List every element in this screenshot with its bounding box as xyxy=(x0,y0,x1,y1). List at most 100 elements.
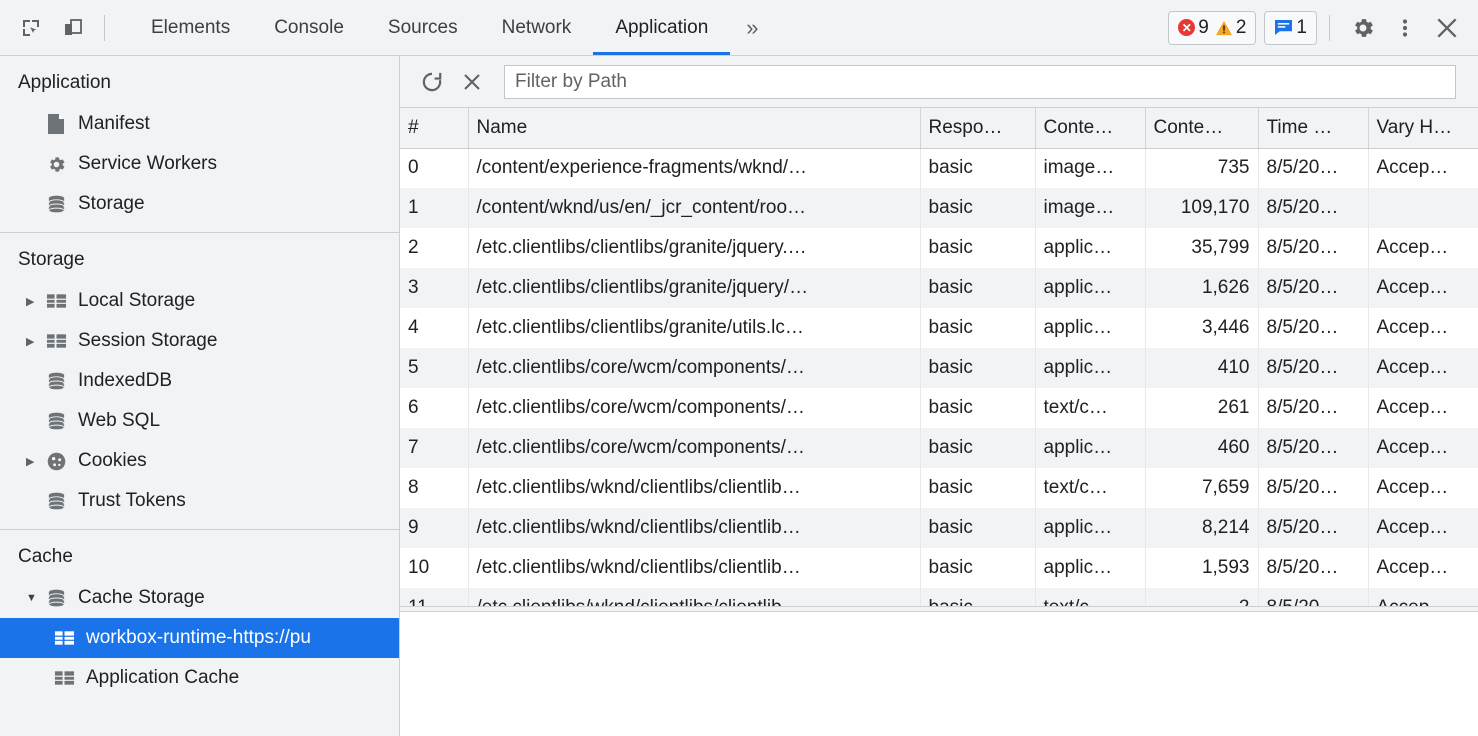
gear-icon[interactable] xyxy=(1342,7,1384,49)
column-header-vary-header[interactable]: Vary H… xyxy=(1368,108,1478,149)
table-row[interactable]: 6 /etc.clientlibs/core/wcm/components/… … xyxy=(400,388,1478,428)
table-row[interactable]: 1 /content/wknd/us/en/_jcr_content/roo… … xyxy=(400,188,1478,228)
column-header-time-cached[interactable]: Time … xyxy=(1258,108,1369,149)
database-icon xyxy=(46,371,72,392)
cell-content-length: 1,626 xyxy=(1145,268,1259,308)
chevron-right-icon[interactable]: ▶ xyxy=(26,335,35,348)
column-header-content-length[interactable]: Conte… xyxy=(1145,108,1259,149)
cell-vary-header: Accep… xyxy=(1376,357,1449,378)
sidebar-item-web-sql[interactable]: ▶ Web SQL xyxy=(0,401,399,441)
column-header-content-type[interactable]: Conte… xyxy=(1035,108,1146,149)
tab-network[interactable]: Network xyxy=(480,0,594,55)
sidebar-item-service-workers[interactable]: ▶ Service Workers xyxy=(0,144,399,184)
sidebar-item-session-storage[interactable]: ▶ Session Storage xyxy=(0,321,399,361)
cache-entries-grid[interactable]: # Name Respo… Conte… Conte… Time … Vary … xyxy=(400,108,1478,736)
chevron-right-icon[interactable]: ▶ xyxy=(26,455,35,468)
cell-name: /etc.clientlibs/wknd/clientlibs/clientli… xyxy=(468,508,921,548)
table-row[interactable]: 9 /etc.clientlibs/wknd/clientlibs/client… xyxy=(400,508,1478,548)
sidebar-item-label: Storage xyxy=(78,193,145,214)
cell-name: /etc.clientlibs/wknd/clientlibs/clientli… xyxy=(468,588,921,606)
table-row[interactable]: 0 /content/experience-fragments/wknd/… b… xyxy=(400,148,1478,188)
tab-application[interactable]: Application xyxy=(593,0,731,55)
table-row[interactable]: 7 /etc.clientlibs/core/wcm/components/… … xyxy=(400,428,1478,468)
cell-vary-header: Accep… xyxy=(1376,157,1449,179)
tab-sources[interactable]: Sources xyxy=(366,0,480,55)
more-tabs-icon[interactable]: » xyxy=(730,0,774,55)
inspect-element-icon[interactable] xyxy=(10,7,52,49)
filter-by-path-input[interactable] xyxy=(504,64,1456,99)
close-icon[interactable] xyxy=(1426,7,1468,49)
application-sidebar[interactable]: Application ▶ Manifest ▶ xyxy=(0,56,400,736)
column-header-index[interactable]: # xyxy=(400,108,469,149)
error-counter[interactable]: ✕ 9 xyxy=(1178,17,1209,39)
cell-content-length: 7,659 xyxy=(1145,468,1259,508)
cell-content-type: text/c… xyxy=(1035,388,1146,428)
cell-index: 2 xyxy=(400,228,469,268)
cell-content-length: 109,170 xyxy=(1145,188,1259,228)
cell-index: 6 xyxy=(400,388,469,428)
cell-content-length: 3,446 xyxy=(1145,308,1259,348)
table-row[interactable]: 8 /etc.clientlibs/wknd/clientlibs/client… xyxy=(400,468,1478,508)
cell-name: /content/experience-fragments/wknd/… xyxy=(468,148,921,188)
cache-storage-panel: # Name Respo… Conte… Conte… Time … Vary … xyxy=(400,56,1478,736)
cell-response-type: basic xyxy=(920,268,1036,308)
sidebar-item-trust-tokens[interactable]: ▶ Trust Tokens xyxy=(0,481,399,521)
cell-response-type: basic xyxy=(920,468,1036,508)
cell-content-type: applic… xyxy=(1035,268,1146,308)
kebab-menu-icon[interactable] xyxy=(1384,7,1426,49)
cell-response-type: basic xyxy=(920,508,1036,548)
cell-content-length: 35,799 xyxy=(1145,228,1259,268)
sidebar-item-cache-storage[interactable]: ▼ Cache Storage xyxy=(0,578,399,618)
table-row[interactable]: 5 /etc.clientlibs/core/wcm/components/… … xyxy=(400,348,1478,388)
sidebar-item-cookies[interactable]: ▶ Cookies xyxy=(0,441,399,481)
sidebar-item-manifest[interactable]: ▶ Manifest xyxy=(0,104,399,144)
cell-vary-header: Accep… xyxy=(1376,557,1449,578)
cell-time-cached: 8/5/20… xyxy=(1258,148,1369,188)
cell-index: 10 xyxy=(400,548,469,588)
tab-console[interactable]: Console xyxy=(252,0,366,55)
cell-vary-header: Accep… xyxy=(1376,397,1449,418)
sidebar-item-storage[interactable]: ▶ Storage xyxy=(0,184,399,224)
sidebar-item-local-storage[interactable]: ▶ Local Storage xyxy=(0,281,399,321)
chevron-right-icon[interactable]: ▶ xyxy=(26,295,35,308)
panel-tabs: Elements Console Sources Network Applica… xyxy=(129,0,775,55)
sidebar-item-indexeddb[interactable]: ▶ IndexedDB xyxy=(0,361,399,401)
table-row[interactable]: 3 /etc.clientlibs/clientlibs/granite/jqu… xyxy=(400,268,1478,308)
sidebar-section-title-application: Application xyxy=(18,72,111,93)
column-header-response-type[interactable]: Respo… xyxy=(920,108,1036,149)
sidebar-item-label: Application Cache xyxy=(86,667,240,688)
cell-name: /etc.clientlibs/clientlibs/granite/jquer… xyxy=(468,228,921,268)
column-header-name[interactable]: Name xyxy=(468,108,921,149)
cell-name: /etc.clientlibs/core/wcm/components/… xyxy=(468,348,921,388)
cell-content-type: applic… xyxy=(1035,548,1146,588)
table-row[interactable]: 11 /etc.clientlibs/wknd/clientlibs/clien… xyxy=(400,588,1478,606)
toolbar-divider-right xyxy=(1329,14,1330,41)
table-row[interactable]: 2 /etc.clientlibs/clientlibs/granite/jqu… xyxy=(400,228,1478,268)
message-counter[interactable]: 1 xyxy=(1274,17,1307,39)
tab-sources-label: Sources xyxy=(387,16,458,38)
tab-elements[interactable]: Elements xyxy=(129,0,252,55)
cell-content-length: 735 xyxy=(1145,148,1259,188)
tab-network-label: Network xyxy=(501,16,572,38)
sidebar-item-workbox-runtime-cache[interactable]: workbox-runtime-https://pu xyxy=(0,618,399,658)
horizontal-resizer[interactable] xyxy=(400,606,1478,612)
messages-counter[interactable]: 1 xyxy=(1264,10,1317,45)
cell-vary-header: Accep… xyxy=(1376,477,1449,498)
chevron-down-icon[interactable]: ▼ xyxy=(26,592,37,604)
cell-time-cached: 8/5/20… xyxy=(1258,268,1369,308)
table-row[interactable]: 4 /etc.clientlibs/clientlibs/granite/uti… xyxy=(400,308,1478,348)
cell-index: 8 xyxy=(400,468,469,508)
issues-counter[interactable]: ✕ 9 2 xyxy=(1168,10,1257,45)
sidebar-item-application-cache[interactable]: Application Cache xyxy=(0,658,399,698)
manifest-file-icon xyxy=(46,113,72,135)
table-row[interactable]: 10 /etc.clientlibs/wknd/clientlibs/clien… xyxy=(400,548,1478,588)
cell-index: 4 xyxy=(400,308,469,348)
device-toolbar-icon[interactable] xyxy=(52,7,94,49)
cell-time-cached: 8/5/20… xyxy=(1258,588,1369,606)
delete-entry-icon[interactable] xyxy=(452,62,492,102)
warning-counter[interactable]: 2 xyxy=(1215,17,1246,39)
cell-time-cached: 8/5/20… xyxy=(1258,548,1369,588)
cell-content-type: applic… xyxy=(1035,308,1146,348)
database-icon xyxy=(46,588,72,609)
refresh-icon[interactable] xyxy=(412,62,452,102)
